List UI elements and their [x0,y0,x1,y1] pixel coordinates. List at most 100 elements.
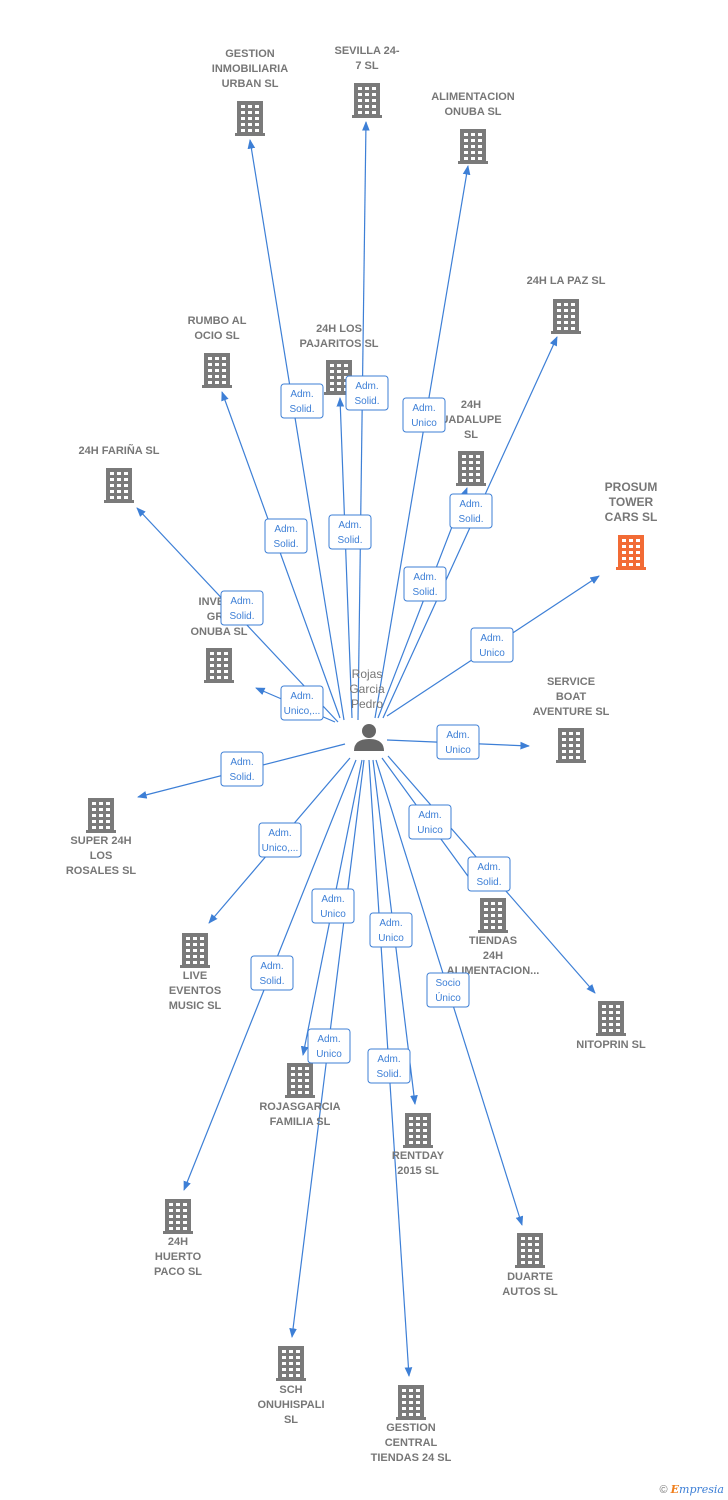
edge-label-tiendas-24h-alimentacion[interactable]: Adm.Unico [408,804,452,840]
company-label: CARS SL [605,510,658,524]
edge-label-line: Solid. [259,976,284,987]
company-label: LOS [90,850,113,862]
edge-label-live-eventos-music[interactable]: Adm.Unico,... [258,822,302,858]
edge-label-rentday-2015[interactable]: Adm.Unico [369,912,413,948]
edge-sevilla-24-7 [357,121,370,721]
edge-label-line: Adm. [477,862,500,873]
company-label: ONUBA SL [444,106,501,118]
company-node-24h-la-paz[interactable]: 24H LA PAZ SL [527,275,606,334]
building-icon [86,798,116,833]
edge-label-line: Adm. [290,691,313,702]
edge-label-box [220,590,264,626]
company-label: 24H FARIÑA SL [79,444,160,457]
company-label: ROJASGARCIA [259,1101,340,1113]
person-icon[interactable] [354,724,384,751]
company-label: LIVE [183,970,207,982]
person-label: Pedro [351,697,383,711]
edge-label-line: Solid. [412,587,437,598]
edge-label-box [403,566,447,602]
company-label: PACO SL [154,1266,202,1278]
company-label: BOAT [556,691,587,703]
edge-label-line: Unico [378,933,404,944]
edge-label-rojasgarcia-familia[interactable]: Adm.Unico [311,888,355,924]
company-label: RUMBO AL [188,315,247,327]
edge-label-box [436,724,480,760]
edge-label-line: Adm. [317,1034,340,1045]
edge-label-24h-la-paz[interactable]: Adm.Solid. [449,493,493,529]
edge-label-24h-farina[interactable]: Adm.Solid. [220,590,264,626]
edge-label-super-24h-los-rosales[interactable]: Adm.Solid. [220,751,264,787]
company-node-sevilla-24-7[interactable]: SEVILLA 24-7 SL [335,45,400,118]
edge-label-gestion-central-tiendas-24[interactable]: Adm.Solid. [367,1048,411,1084]
company-label: NITOPRIN SL [576,1039,646,1051]
edge-label-box [258,822,302,858]
edge-label-line: Adm. [412,403,435,414]
company-label: ONUHISPALI [257,1399,324,1411]
company-label: 2015 SL [397,1165,439,1177]
edge-label-24h-los-pajaritos[interactable]: Adm.Solid. [328,514,372,550]
edge-label-prosum-tower-cars[interactable]: Adm.Unico [470,627,514,663]
edge-label-line: Adm. [459,499,482,510]
edge-label-line: Unico [320,909,346,920]
company-node-tiendas-24h-alimentacion[interactable]: TIENDAS24HALIMENTACION... [447,898,540,977]
person-label: Rojas [352,667,383,681]
edge-label-gestion-inmobiliaria[interactable]: Adm.Solid. [280,383,324,419]
company-label: 24H LA PAZ SL [527,275,606,287]
company-node-duarte-autos[interactable]: DUARTE AUTOS SL [502,1233,558,1298]
building-icon [204,648,234,683]
edge-label-box [280,685,324,721]
edge-label-line: Unico [479,648,505,659]
building-icon [551,299,581,334]
company-label: SEVILLA 24- [335,45,400,57]
brand-logo[interactable]: Empresia [670,1483,724,1496]
edge-gestion-inmobiliaria [247,139,345,721]
edge-label-line: Adm. [230,596,253,607]
edge-label-24h-guadalupe[interactable]: Adm.Solid. [403,566,447,602]
company-node-24h-farina[interactable]: 24H FARIÑA SL [79,444,160,503]
edge-label-line: Adm. [338,520,361,531]
edge-label-line: Unico [411,418,437,429]
edge-label-24h-huerto-paco[interactable]: Adm.Solid. [250,955,294,991]
building-icon [478,898,508,933]
building-icon [180,933,210,968]
company-label: RENTDAY [392,1150,445,1162]
edge-label-sch-onuhispali[interactable]: Adm.Unico [307,1028,351,1064]
edge-label-box [328,514,372,550]
company-label: SL [464,429,478,441]
company-node-rentday-2015[interactable]: RENTDAY 2015 SL [392,1113,445,1177]
company-label: SL [284,1414,298,1426]
edge-label-line: Solid. [289,404,314,415]
edge-label-line: Adm. [355,381,378,392]
copyright-symbol: © [659,1484,668,1496]
company-label: DUARTE [507,1271,553,1283]
edge-label-inversiones-grupo-onuba[interactable]: Adm.Unico,... [280,685,324,721]
edge-label-alimentacion-onuba[interactable]: Adm. Unico [402,397,446,433]
edge-label-sevilla-24-7[interactable]: Adm.Solid. [345,375,389,411]
company-label: AUTOS SL [502,1286,558,1298]
company-label: EVENTOS [169,985,221,997]
edge-label-rumbo-al-ocio[interactable]: Adm.Solid. [264,518,308,554]
edge-label-nitoprin[interactable]: Adm.Solid. [467,856,511,892]
edge-alimentacion-onuba [374,165,471,719]
company-node-nitoprin[interactable]: NITOPRIN SL [576,1001,646,1051]
company-label: TIENDAS 24 SL [371,1452,452,1464]
edge-label-box [449,493,493,529]
edge-label-box [470,627,514,663]
edge-label-service-boat-aventure[interactable]: Adm.Unico [436,724,480,760]
edge-label-line: Único [435,991,461,1004]
